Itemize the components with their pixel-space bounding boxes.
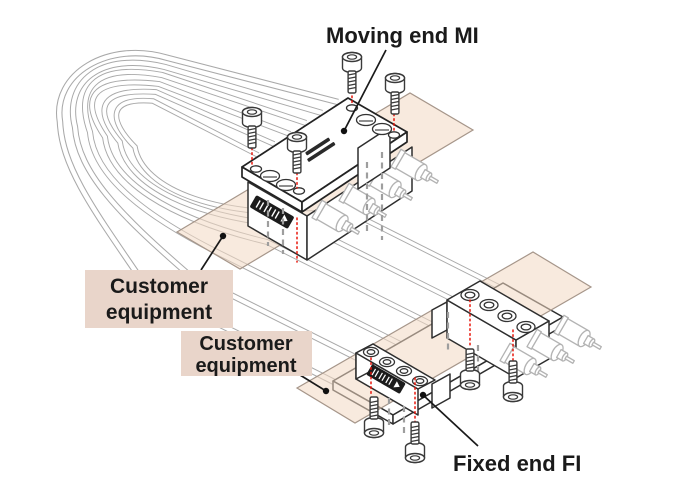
customer-equipment-line1: Customer [110, 275, 208, 298]
hidden-hole-axes [266, 152, 480, 434]
customer-equipment-line2: equipment [195, 355, 296, 377]
cable-ring [82, 68, 438, 365]
screw-hole [292, 187, 306, 195]
leader-lines [200, 49, 479, 447]
screw-hole [249, 165, 263, 173]
customer-equipment-label-top: Customer equipment [85, 270, 233, 328]
moving-end-label: Moving end MI [326, 23, 479, 48]
screw-icon [341, 51, 363, 94]
screw-axis-lines [251, 95, 514, 425]
cable-ring [69, 59, 405, 384]
part-number-label [305, 137, 336, 162]
moving-end-block [241, 97, 444, 261]
fixed-end-label: Fixed end FI [453, 451, 581, 476]
base-notch [431, 373, 451, 409]
screw-hole [387, 131, 401, 139]
screw-icon [241, 106, 263, 149]
slot-hole [259, 113, 393, 192]
customer-equipment-label-bottom: Customer equipment [181, 331, 312, 377]
cable-ring [56, 49, 372, 403]
screw-icon [404, 421, 426, 464]
cable-loop-bundle [56, 49, 537, 403]
customer-equipment-line1: Customer [199, 333, 293, 355]
customer-equipment-line2: equipment [106, 301, 212, 324]
